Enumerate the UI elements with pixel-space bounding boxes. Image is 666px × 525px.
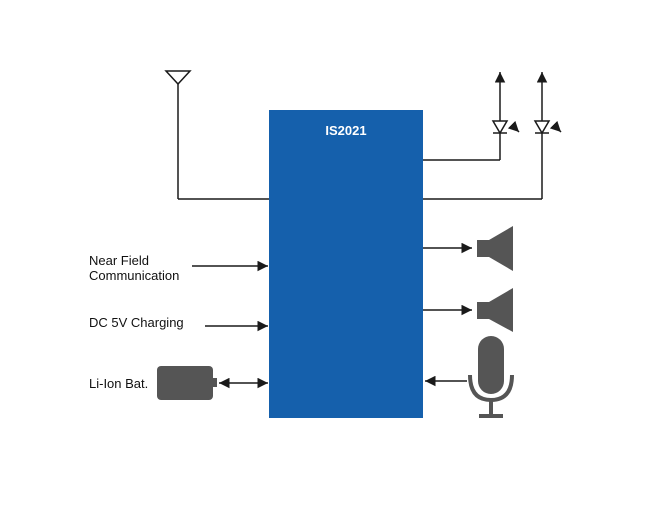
led-icon (423, 72, 562, 200)
battery-icon (157, 366, 217, 400)
speaker-icon (477, 288, 513, 332)
chip-block (269, 110, 423, 418)
speaker-icon (477, 226, 513, 271)
charging-label: DC 5V Charging (89, 315, 184, 330)
led-icon (423, 72, 520, 161)
nfc-label-line1: Near Field (89, 253, 149, 268)
nfc-label-line2: Communication (89, 268, 179, 283)
battery-label: Li-Ion Bat. (89, 376, 148, 391)
antenna-icon (164, 70, 269, 200)
microphone-icon (468, 336, 514, 418)
chip-title: IS2021 (325, 123, 366, 138)
